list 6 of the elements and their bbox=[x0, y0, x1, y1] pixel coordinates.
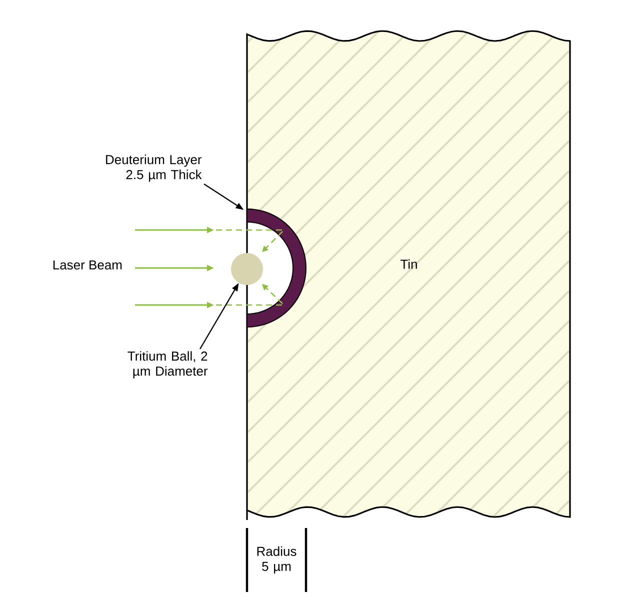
tritium-ball bbox=[231, 253, 263, 285]
tin-block: Tin bbox=[246, 30, 571, 521]
callout-text: Tritium Ball, 2 µm Diameter bbox=[128, 351, 208, 378]
dimension-label: Radius 5 µm bbox=[257, 546, 296, 574]
label: Laser Beam bbox=[53, 260, 122, 270]
callout-text: Deuterium Layer 2.5 µm Thick bbox=[106, 154, 202, 182]
